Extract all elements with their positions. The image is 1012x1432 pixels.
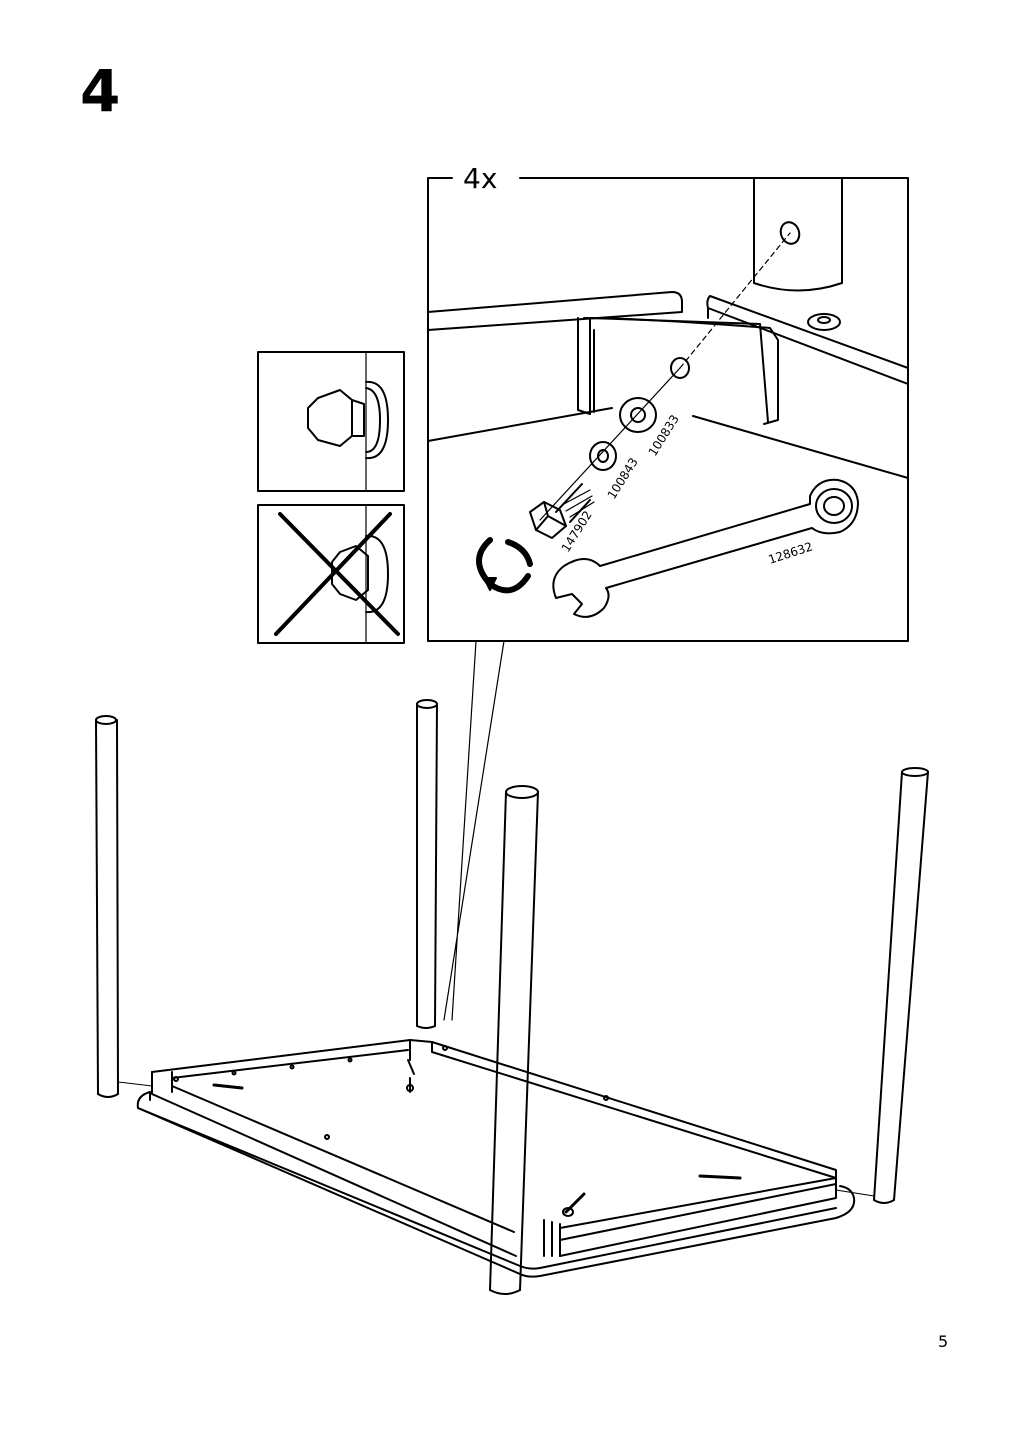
detail-box: 4x: [427, 162, 909, 642]
quantity-label: 4x: [463, 162, 497, 195]
correct-tightened-bolt-icon: [257, 351, 405, 492]
page-number: 5: [938, 1332, 949, 1351]
table-frame-illustration: [95, 699, 929, 1295]
rotate-clockwise-icon: [476, 537, 533, 594]
part-number-flat-washer: 100833: [646, 412, 682, 458]
part-number-spring-washer: 100843: [605, 455, 641, 501]
incorrect-loose-bolt-icon: [257, 504, 405, 644]
step-number: 4: [80, 57, 121, 125]
part-number-wrench: 128632: [767, 539, 815, 566]
wrench-icon: [552, 478, 859, 618]
